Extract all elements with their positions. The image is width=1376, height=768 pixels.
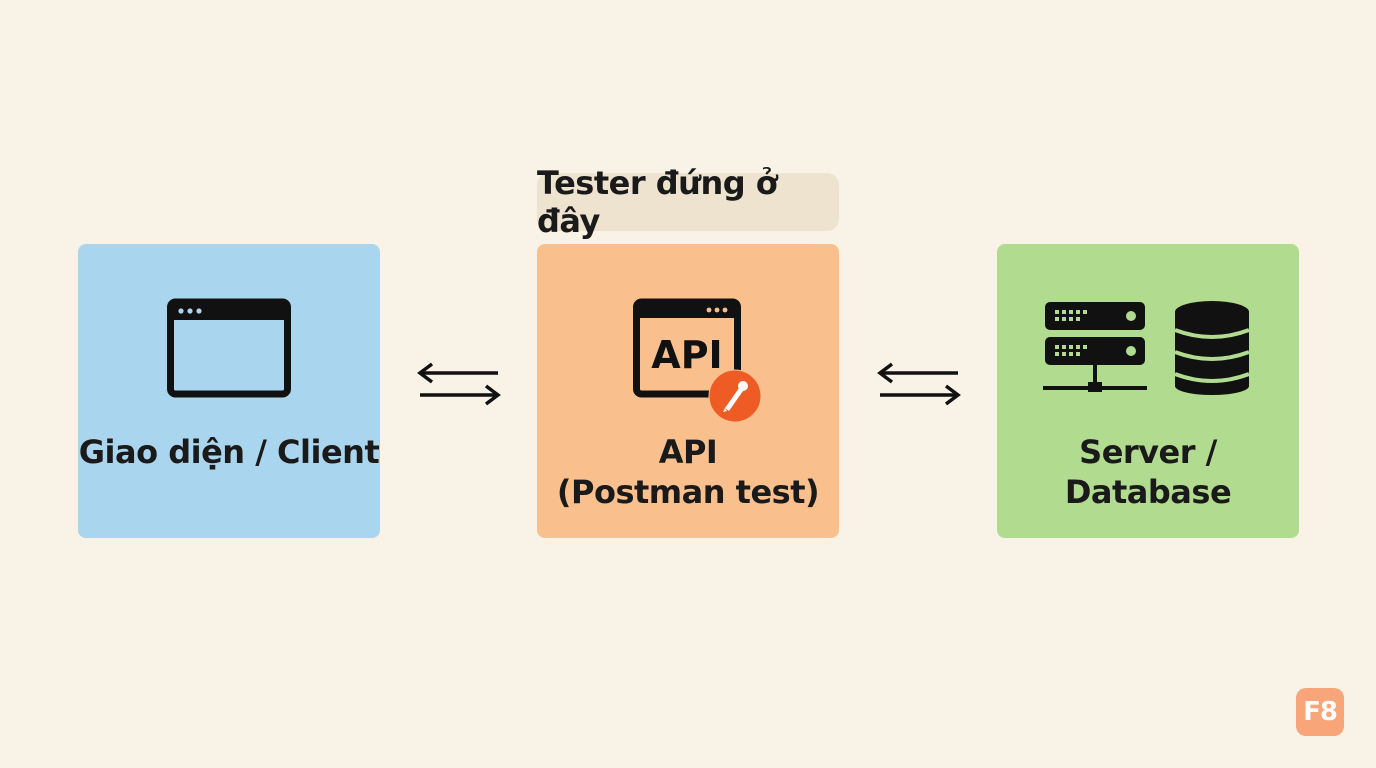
tester-tag: Tester đứng ở đây: [537, 164, 839, 240]
postman-icon: [708, 369, 762, 422]
bidirectional-arrow-icon: [417, 362, 501, 406]
api-window-icon: API: [633, 298, 762, 422]
client-label: Giao diện / Client: [78, 433, 380, 471]
api-label-line2: (Postman test): [556, 473, 820, 511]
client-box: Giao diện / Client: [78, 244, 380, 538]
browser-window-icon: [167, 298, 291, 398]
api-label-line1: API: [658, 433, 718, 471]
server-box: Server / Database: [997, 244, 1299, 538]
f8-logo: F8: [1296, 688, 1344, 736]
api-icon-text: API: [651, 333, 722, 377]
bidirectional-arrow-icon: [877, 362, 961, 406]
api-box: API API (Postman test): [537, 244, 839, 538]
server-rack-icon: [1043, 302, 1147, 392]
server-label: Server / Database: [1064, 433, 1232, 511]
database-icon: [1174, 301, 1250, 395]
